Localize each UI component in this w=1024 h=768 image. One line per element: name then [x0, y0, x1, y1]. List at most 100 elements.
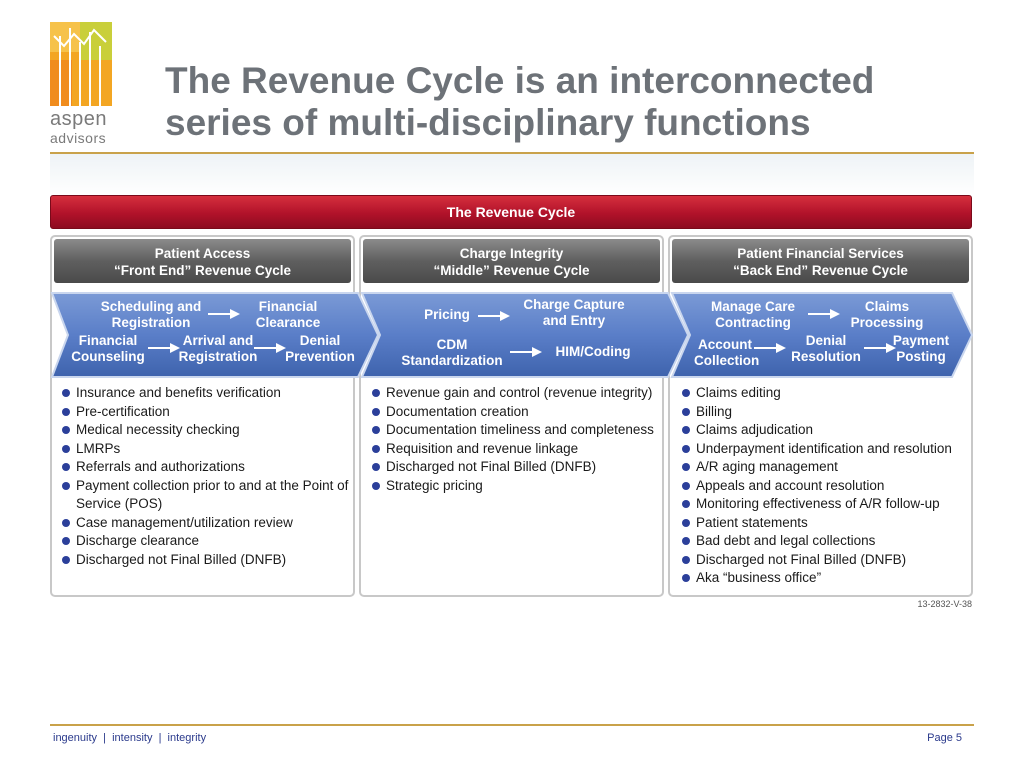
list-item: Discharged not Final Billed (DNFB) [370, 458, 660, 477]
list-item: Revenue gain and control (revenue integr… [370, 384, 660, 403]
flow-denial-resolution: Denial Resolution [786, 333, 866, 365]
logo-wordmark: aspen [50, 108, 107, 130]
title-divider [50, 152, 974, 154]
flow-cdm-standardization: CDM Standardization [396, 337, 508, 369]
page-number: Page 5 [927, 732, 962, 744]
flow-label-line: Clearance [255, 315, 321, 330]
column-heading: Patient Financial Services “Back End” Re… [672, 239, 969, 283]
list-item: Requisition and revenue linkage [370, 440, 660, 459]
right-arrow-icon [510, 347, 542, 357]
list-item: Monitoring effectiveness of A/R follow-u… [680, 495, 970, 514]
list-item: Pre-certification [60, 403, 350, 422]
right-arrow-icon [808, 309, 840, 319]
revenue-cycle-diagram: The Revenue Cycle Patient Access “Front … [50, 195, 974, 609]
revenue-cycle-banner: The Revenue Cycle [50, 195, 972, 229]
flow-label-line: Resolution [791, 349, 861, 364]
flow-pricing: Pricing [412, 307, 482, 323]
right-arrow-icon [208, 309, 240, 319]
flow-label-line: Account [698, 337, 752, 352]
flow-label-line: Manage Care [710, 299, 796, 314]
list-item: Strategic pricing [370, 477, 660, 496]
flow-label-line: Scheduling and [100, 299, 202, 314]
slide-title-line-2: series of multi-disciplinary functions [165, 102, 811, 143]
list-item: Claims adjudication [680, 421, 970, 440]
list-item: Patient statements [680, 514, 970, 533]
list-item: Underpayment identification and resoluti… [680, 440, 970, 459]
flow-him-coding: HIM/Coding [546, 344, 640, 360]
aspen-advisors-logo: aspen advisors [50, 22, 120, 147]
flow-chevron-middle [360, 292, 690, 378]
flow-label-line: and Entry [542, 313, 606, 328]
flow-label-line: Payment [892, 333, 950, 348]
aspen-logo-mark-icon [50, 22, 112, 106]
column-heading-title: Patient Financial Services [737, 246, 904, 261]
flow-label-line: Registration [178, 349, 258, 364]
flow-claims-processing: Claims Processing [842, 299, 932, 331]
process-flow-band: Scheduling and Registration Financial Cl… [50, 291, 974, 379]
list-item: Case management/utilization review [60, 514, 350, 533]
flow-charge-capture: Charge Capture and Entry [514, 297, 634, 329]
column-heading: Patient Access “Front End” Revenue Cycle [54, 239, 351, 283]
list-item: A/R aging management [680, 458, 970, 477]
flow-label-line: Charge Capture [523, 297, 625, 312]
list-item: Bad debt and legal collections [680, 532, 970, 551]
flow-label-line: CDM [436, 337, 468, 352]
list-item: Payment collection prior to and at the P… [60, 477, 350, 514]
flow-chevrons [50, 292, 974, 378]
list-item: Aka “business office” [680, 569, 970, 588]
patient-financial-services-bullet-list: Claims editing Billing Claims adjudicati… [680, 384, 970, 588]
flow-financial-clearance: Financial Clearance [246, 299, 330, 331]
list-item: Documentation timeliness and completenes… [370, 421, 660, 440]
list-item: Discharged not Final Billed (DNFB) [60, 551, 350, 570]
figure-code: 13-2832-V-38 [917, 599, 972, 609]
footer-tagline: ingenuity | intensity | integrity [53, 732, 207, 744]
flow-label-line: Contracting [715, 315, 791, 330]
flow-manage-care: Manage Care Contracting [700, 299, 806, 331]
right-arrow-icon [148, 343, 180, 353]
column-heading-subtitle: “Back End” Revenue Cycle [733, 263, 908, 278]
list-item: LMRPs [60, 440, 350, 459]
right-arrow-icon [254, 343, 286, 353]
slide-title-line-1: The Revenue Cycle is an interconnected [165, 60, 875, 101]
column-heading: Charge Integrity “Middle” Revenue Cycle [363, 239, 660, 283]
flow-arrival-registration: Arrival and Registration [178, 333, 258, 365]
charge-integrity-bullet-list: Revenue gain and control (revenue integr… [370, 384, 660, 495]
right-arrow-icon [754, 343, 786, 353]
flow-scheduling-registration: Scheduling and Registration [96, 299, 206, 331]
flow-label-line: Counseling [71, 349, 145, 364]
logo-subwordmark: advisors [50, 130, 107, 146]
footer-divider [50, 724, 974, 726]
flow-chevron-back-end [670, 292, 974, 378]
flow-label-line: Prevention [285, 349, 355, 364]
list-item: Referrals and authorizations [60, 458, 350, 477]
flow-label-line: Registration [111, 315, 191, 330]
flow-label-line: Collection [694, 353, 760, 368]
list-item: Discharged not Final Billed (DNFB) [680, 551, 970, 570]
flow-denial-prevention: Denial Prevention [284, 333, 356, 365]
slide-title: The Revenue Cycle is an interconnected s… [165, 60, 985, 144]
flow-label-line: Arrival and [182, 333, 254, 348]
list-item: Appeals and account resolution [680, 477, 970, 496]
flow-label-line: HIM/Coding [555, 344, 631, 359]
flow-chevron-front-end [50, 292, 380, 378]
list-item: Documentation creation [370, 403, 660, 422]
flow-account-collection: Account Collection [694, 337, 760, 369]
list-item: Billing [680, 403, 970, 422]
list-item: Claims editing [680, 384, 970, 403]
right-arrow-icon [478, 311, 510, 321]
flow-financial-counseling: Financial Counseling [68, 333, 148, 365]
column-heading-title: Patient Access [154, 246, 251, 261]
flow-label-line: Claims [864, 299, 910, 314]
column-heading-title: Charge Integrity [459, 246, 564, 261]
flow-label-line: Denial [805, 333, 847, 348]
list-item: Medical necessity checking [60, 421, 350, 440]
flow-label-line: Posting [896, 349, 946, 364]
flow-payment-posting: Payment Posting [890, 333, 952, 365]
flow-label-line: Standardization [401, 353, 503, 368]
list-item: Discharge clearance [60, 532, 350, 551]
patient-access-bullet-list: Insurance and benefits verification Pre-… [60, 384, 350, 569]
flow-label-line: Financial [78, 333, 138, 348]
column-heading-subtitle: “Front End” Revenue Cycle [113, 263, 292, 278]
list-item: Insurance and benefits verification [60, 384, 350, 403]
flow-label-line: Processing [850, 315, 924, 330]
